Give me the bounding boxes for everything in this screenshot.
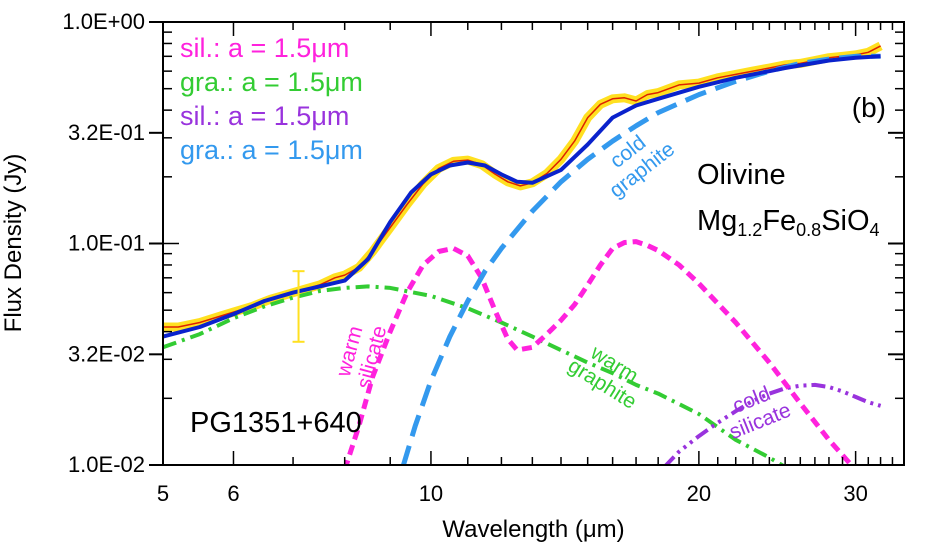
object-name: PG1351+640 — [190, 407, 362, 439]
formula-text: Mg — [697, 205, 737, 237]
plot-area — [163, 41, 883, 465]
y-tick-label: 1.0E+00 — [62, 9, 145, 34]
series-cold-graphite-line — [400, 53, 881, 465]
series-warm-graphite-line — [163, 284, 786, 465]
formula-subscript: 0.8 — [796, 220, 821, 240]
y-tick-label: 3.2E-01 — [68, 120, 145, 145]
formula-subscript: 1.2 — [737, 220, 762, 240]
formula-text: Fe — [762, 205, 796, 237]
x-tick-label: 6 — [227, 481, 239, 506]
legend: sil.: a = 1.5μm gra.: a = 1.5μm sil.: a = … — [180, 33, 363, 165]
x-tick-label: 30 — [843, 481, 867, 506]
series-total-model-line — [163, 54, 881, 339]
y-tick-label: 1.0E-01 — [68, 231, 145, 256]
series-cold-silicate-line — [663, 382, 882, 465]
y-tick-label: 3.2E-02 — [68, 341, 145, 366]
formula-subscript: 4 — [870, 220, 880, 240]
material-formula: Mg1.2Fe0.8SiO4 — [697, 205, 880, 240]
series-warm-silicate-line — [343, 239, 855, 465]
x-tick-label: 20 — [687, 481, 711, 506]
material-name: Olivine — [697, 159, 786, 191]
legend-entry: sil.: a = 1.5μm — [180, 101, 349, 131]
panel-label: (b) — [852, 92, 886, 123]
y-axis-title: Flux Density (Jy) — [0, 154, 27, 333]
formula-text: SiO — [821, 205, 869, 237]
x-axis-title: Wavelength (μm) — [442, 516, 624, 543]
x-tick-label: 5 — [157, 481, 169, 506]
axes: 5 6 10 20 30 1.0E+00 3.2E-01 1.0E-01 3.2E-02 1.0E… — [0, 9, 905, 543]
x-tick-label: 10 — [419, 481, 443, 506]
legend-entry: gra.: a = 1.5μm — [180, 135, 363, 165]
legend-entry: sil.: a = 1.5μm — [180, 33, 349, 63]
y-tick-label: 1.0E-02 — [68, 452, 145, 477]
legend-entry: gra.: a = 1.5μm — [180, 67, 363, 97]
